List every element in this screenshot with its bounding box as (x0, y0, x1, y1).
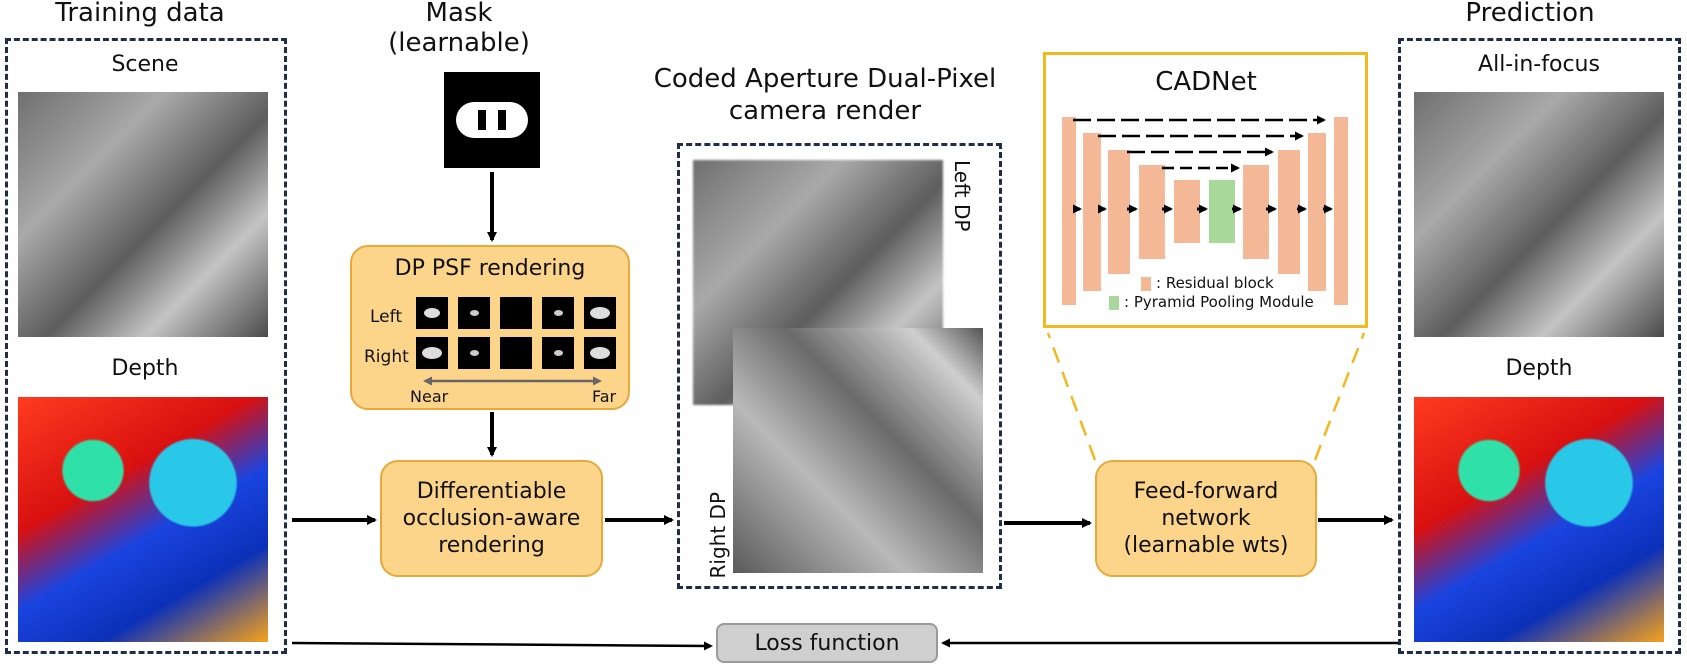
residual-block-2 (1083, 133, 1101, 291)
legend-ppm-swatch (1109, 296, 1119, 310)
skip-connection-arrows (1073, 115, 1326, 173)
psf-left-tile-3 (500, 297, 532, 329)
residual-block-4 (1139, 165, 1165, 259)
mask-aperture-shape (456, 102, 528, 138)
psf-right-tile-2 (458, 337, 490, 369)
residual-block-5 (1174, 180, 1200, 243)
residual-block-9 (1334, 117, 1348, 305)
psf-right-tile-3 (500, 337, 532, 369)
psf-right-tile-4 (542, 337, 574, 369)
psf-near-label: Near (410, 387, 449, 406)
scene-label: Scene (111, 52, 179, 77)
training-data-title: Training data (55, 0, 225, 28)
psf-left-tile-4 (542, 297, 574, 329)
training-data-panel (5, 38, 287, 654)
camera-render-panel (677, 143, 1002, 589)
psf-right-tile-5 (584, 337, 616, 369)
occlusion-line1: Differentiable (416, 479, 567, 504)
right-dp-image (733, 328, 983, 573)
psf-title: DP PSF rendering (394, 256, 586, 281)
psf-left-label: Left (370, 307, 402, 327)
mask-hole-left (478, 110, 486, 130)
mask-subtitle: (learnable) (388, 28, 530, 58)
prediction-panel (1398, 38, 1681, 654)
scene-image (18, 92, 268, 337)
mask-image (444, 72, 540, 168)
psf-left-tile-5 (584, 297, 616, 329)
all-in-focus-image (1414, 92, 1664, 337)
psf-right-label: Right (364, 347, 409, 367)
depth-label: Depth (111, 356, 179, 381)
network-line1: Feed-forward (1133, 479, 1279, 504)
network-line3: (learnable wts) (1123, 533, 1289, 558)
predicted-depth-image (1414, 397, 1664, 642)
residual-block-1 (1062, 117, 1076, 305)
training-to-loss-arrow (291, 641, 713, 651)
predicted-depth-label: Depth (1505, 356, 1573, 381)
left-dp-label: Left DP (950, 160, 974, 232)
mask-title: Mask (425, 0, 493, 28)
legend-residual-swatch (1141, 277, 1151, 291)
legend-residual-label: : Residual block (1156, 274, 1274, 292)
legend-ppm-label: : Pyramid Pooling Module (1124, 293, 1314, 311)
loss-function-box: Loss function (716, 623, 938, 663)
psf-left-tile-2 (458, 297, 490, 329)
cadnet-title: CADNet (1155, 67, 1257, 97)
pyramid-pooling-module (1209, 180, 1235, 243)
psf-far-label: Far (592, 387, 617, 406)
prediction-title: Prediction (1465, 0, 1595, 28)
psf-left-tile-1 (416, 297, 448, 329)
camera-title-line1: Coded Aperture Dual-Pixel (653, 64, 997, 94)
network-line2: network (1161, 506, 1251, 531)
cadnet-box: CADNet : Residual block : Pyramid Poolin… (1043, 52, 1368, 328)
all-in-focus-label: All-in-focus (1478, 52, 1600, 77)
residual-block-7 (1278, 150, 1300, 274)
occlusion-line2: occlusion-aware (402, 506, 581, 531)
occlusion-line3: rendering (438, 533, 545, 558)
depth-image (18, 397, 268, 642)
residual-block-6 (1243, 165, 1269, 259)
residual-block-3 (1108, 150, 1130, 274)
feed-forward-network-box: Feed-forward network (learnable wts) (1095, 460, 1317, 577)
cadnet-zoom-lines (1046, 332, 1366, 461)
residual-block-8 (1308, 133, 1326, 291)
camera-title-line2: camera render (728, 96, 922, 126)
mask-hole-right (498, 110, 506, 130)
occlusion-rendering-box: Differentiable occlusion-aware rendering (380, 460, 603, 577)
psf-right-tile-1 (416, 337, 448, 369)
